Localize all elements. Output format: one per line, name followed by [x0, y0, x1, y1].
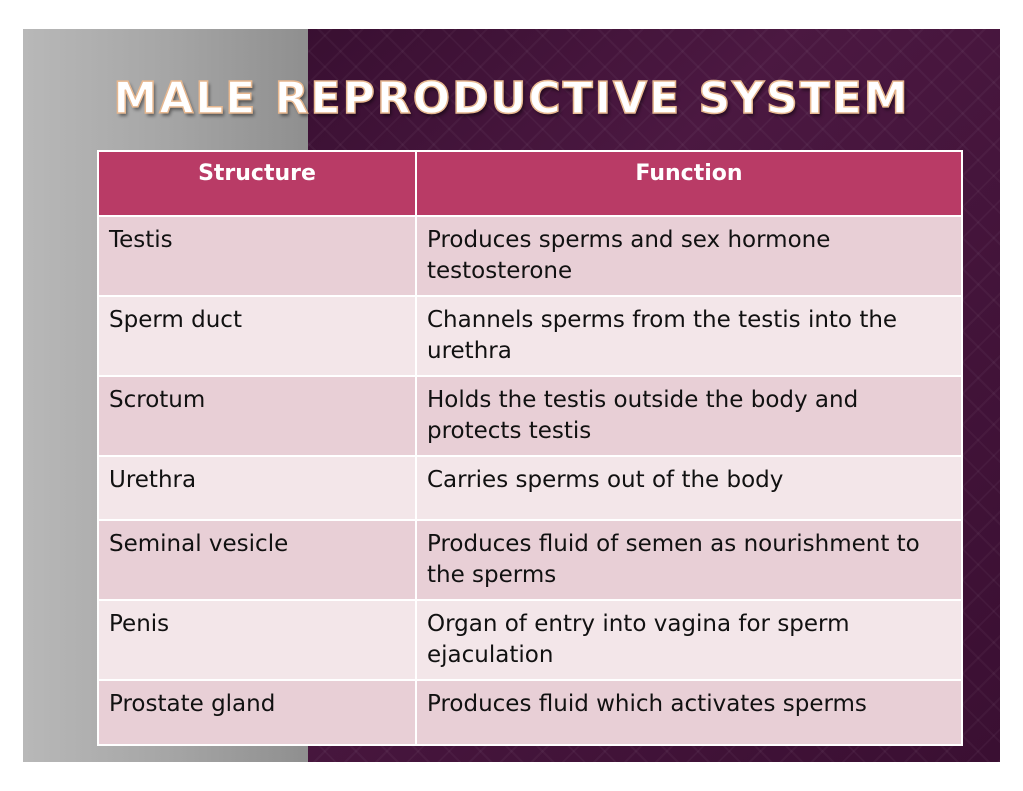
cell-structure: Scrotum	[97, 375, 417, 457]
cell-structure: Seminal vesicle	[97, 519, 417, 601]
cell-structure: Testis	[97, 215, 417, 297]
cell-function: Produces fluid which activates sperms	[415, 679, 963, 746]
structure-function-table: Structure Function Testis Produces sperm…	[97, 150, 963, 746]
cell-function: Produces sperms and sex hormone testoste…	[415, 215, 963, 297]
header-structure: Structure	[97, 150, 417, 217]
table-row: Penis Organ of entry into vagina for spe…	[97, 599, 963, 681]
cell-structure: Prostate gland	[97, 679, 417, 746]
table-row: Prostate gland Produces fluid which acti…	[97, 679, 963, 746]
cell-function: Produces fluid of semen as nourishment t…	[415, 519, 963, 601]
table-header-row: Structure Function	[97, 150, 963, 217]
header-function: Function	[415, 150, 963, 217]
cell-structure: Penis	[97, 599, 417, 681]
slide-title: MALE REPRODUCTIVE SYSTEM	[113, 72, 910, 125]
cell-function: Holds the testis outside the body and pr…	[415, 375, 963, 457]
table-row: Urethra Carries sperms out of the body	[97, 455, 963, 521]
cell-structure: Urethra	[97, 455, 417, 521]
slide: MALE REPRODUCTIVE SYSTEM Structure Funct…	[23, 29, 1000, 762]
cell-function: Channels sperms from the testis into the…	[415, 295, 963, 377]
table-row: Sperm duct Channels sperms from the test…	[97, 295, 963, 377]
cell-structure: Sperm duct	[97, 295, 417, 377]
cell-function: Organ of entry into vagina for sperm eja…	[415, 599, 963, 681]
table-row: Seminal vesicle Produces fluid of semen …	[97, 519, 963, 601]
table-row: Scrotum Holds the testis outside the bod…	[97, 375, 963, 457]
cell-function: Carries sperms out of the body	[415, 455, 963, 521]
table-row: Testis Produces sperms and sex hormone t…	[97, 215, 963, 297]
